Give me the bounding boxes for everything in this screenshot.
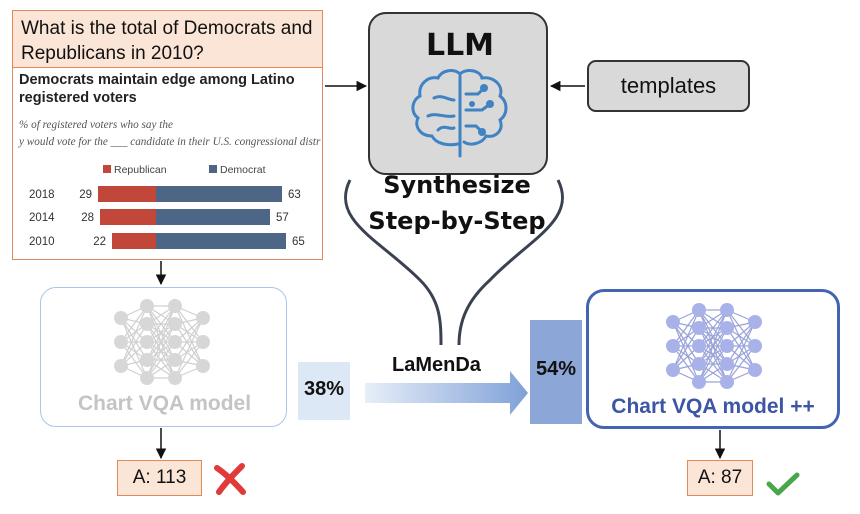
chart-subtitle-line2: y would vote for the ___ candidate in th… <box>18 136 321 148</box>
question-text: What is the total of Democrats and Repub… <box>21 18 313 64</box>
cross-icon <box>214 463 246 495</box>
data-label-democrat: 57 <box>276 212 289 224</box>
baseline-answer: A: 113 <box>132 467 187 488</box>
legend-label: Democrat <box>220 164 266 176</box>
bar-democrat <box>156 233 286 249</box>
neural-network-icon <box>114 299 210 385</box>
improved-accuracy: 54% <box>535 358 577 380</box>
improved-model-box: Chart VQA model ++ <box>586 289 840 429</box>
synthesize-line2: Step-by-Step <box>368 207 546 235</box>
chart-svg: Democrats maintain edge among Latino reg… <box>18 72 332 249</box>
funnel-left-curve <box>343 179 443 346</box>
chart-bars: 2018 29 63 2014 28 57 2010 22 65 <box>29 186 305 249</box>
data-label-republican: 29 <box>79 189 92 201</box>
bar-republican <box>112 233 156 249</box>
improved-accuracy-bar <box>530 320 582 424</box>
synthesize-line1: Synthesize <box>383 171 531 199</box>
bar-republican <box>98 186 156 202</box>
baseline-model-box: Chart VQA model <box>40 287 287 427</box>
neural-network-icon <box>666 303 762 389</box>
baseline-accuracy: 38% <box>303 378 345 400</box>
method-label: LaMenDa <box>392 354 481 376</box>
data-label-republican: 22 <box>93 236 106 248</box>
legend-label: Republican <box>114 164 167 176</box>
funnel-right-curve <box>457 179 565 346</box>
synthesize-label: Synthesize Step-by-Step <box>330 167 584 239</box>
bar-republican <box>100 209 156 225</box>
chart-title: Democrats maintain edge among Latino <box>19 72 295 88</box>
question-box: What is the total of Democrats and Repub… <box>12 10 323 68</box>
data-label-republican: 28 <box>81 212 94 224</box>
category-label: 2010 <box>29 236 55 248</box>
bar-democrat <box>156 186 282 202</box>
chart-subtitle: % of registered voters who say the <box>19 119 173 131</box>
chart-panel: Democrats maintain edge among Latino reg… <box>12 68 332 260</box>
bar-democrat <box>156 209 270 225</box>
category-label: 2014 <box>29 212 55 224</box>
baseline-answer-box: A: 113 <box>117 460 202 496</box>
legend-swatch <box>209 165 217 173</box>
improvement-arrow <box>365 371 528 415</box>
chart-legend: Republican Democrat <box>103 164 266 176</box>
legend-swatch <box>103 165 111 173</box>
data-label-democrat: 65 <box>292 236 305 248</box>
brain-icon <box>411 69 508 158</box>
chart-title-line2: registered voters <box>19 90 137 106</box>
improved-answer: A: 87 <box>697 467 743 488</box>
checkmark-icon <box>766 472 800 496</box>
baseline-model-label: Chart VQA model <box>77 392 252 415</box>
improved-answer-box: A: 87 <box>687 460 753 496</box>
category-label: 2018 <box>29 189 55 201</box>
templates-box: templates <box>587 60 750 112</box>
baseline-accuracy-bar <box>298 362 350 420</box>
templates-label: templates <box>620 73 717 98</box>
llm-box: LLM <box>368 12 548 175</box>
improved-model-label: Chart VQA model ++ <box>611 395 815 418</box>
llm-title: LLM <box>425 28 495 63</box>
data-label-democrat: 63 <box>288 189 301 201</box>
